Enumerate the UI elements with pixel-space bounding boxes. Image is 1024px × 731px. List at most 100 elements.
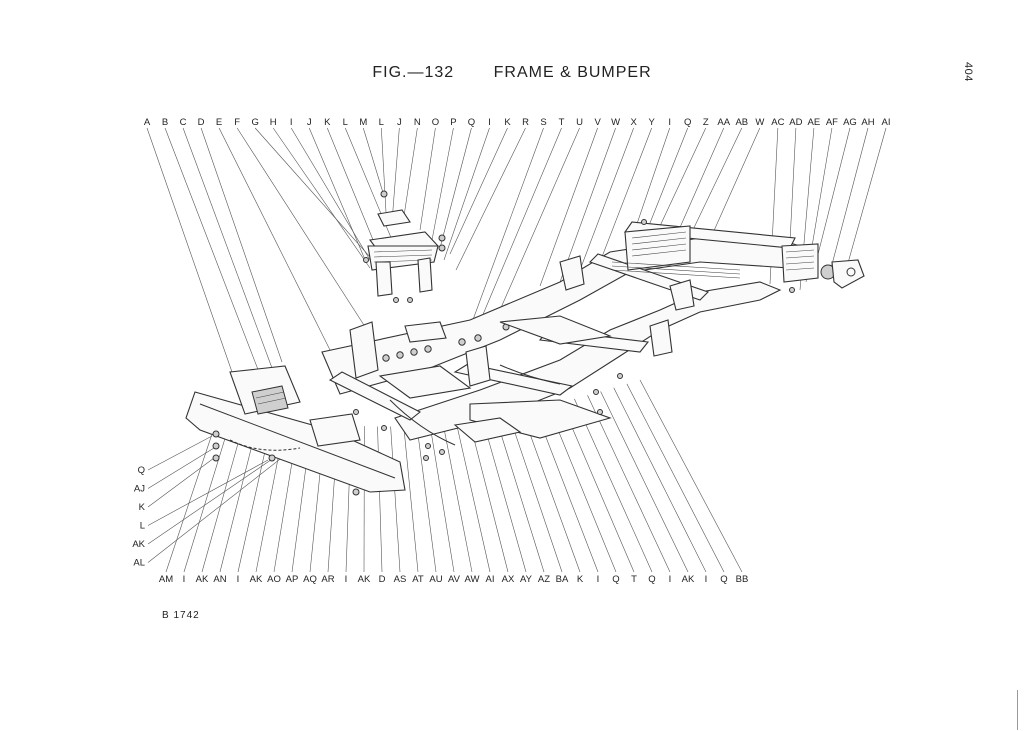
leader-line — [521, 411, 581, 573]
callout-label-bottom: AK — [358, 574, 371, 585]
callout-label-bottom: I — [669, 574, 672, 585]
callout-label-top: I — [488, 117, 491, 128]
figure-title: FIG.—132 FRAME & BUMPER — [0, 64, 1024, 82]
leader-line — [677, 127, 725, 233]
callout-label-top: A — [144, 117, 151, 128]
leader-line — [459, 127, 544, 356]
callout-label-bottom: AR — [321, 574, 334, 585]
leader-line — [539, 127, 598, 287]
leader-line — [146, 127, 233, 373]
leader-line — [326, 127, 379, 253]
callout-label-top: I — [668, 117, 671, 128]
leader-line — [419, 127, 436, 231]
battery-tray-drawing — [363, 190, 446, 303]
leader-line — [147, 457, 215, 508]
callout-label-bottom: AK — [196, 574, 209, 585]
callout-label-bottom: AN — [213, 574, 226, 585]
callout-label-bottom: AK — [682, 574, 695, 585]
callout-label-bottom: I — [597, 574, 600, 585]
callout-label-top: J — [307, 117, 312, 128]
callout-label-top: W — [611, 117, 620, 128]
callout-label-top: AB — [735, 117, 748, 128]
callout-label-top: AF — [826, 117, 838, 128]
leader-line — [508, 414, 563, 573]
leader-line — [218, 127, 351, 391]
callout-label-bottom: AY — [520, 574, 533, 585]
leader-line — [455, 422, 491, 573]
figure-number: FIG.—132 — [372, 64, 455, 81]
callout-label-left: AJ — [134, 484, 145, 495]
leader-line — [403, 127, 418, 217]
callout-label-top: C — [180, 117, 187, 128]
callout-label-bottom: I — [183, 574, 186, 585]
leader-line — [587, 395, 671, 573]
callout-label-top: Y — [649, 117, 656, 128]
callout-label-bottom: AQ — [303, 574, 317, 585]
leader-line — [416, 425, 437, 573]
callout-label-bottom: AI — [486, 574, 495, 585]
callout-label-top: R — [522, 117, 529, 128]
leader-line — [236, 127, 381, 351]
leader-line — [455, 127, 526, 271]
callout-label-top: AG — [843, 117, 857, 128]
callout-label-bottom: AU — [429, 574, 442, 585]
leader-line — [390, 426, 401, 573]
callout-label-top: H — [270, 117, 277, 128]
leader-line — [290, 127, 377, 271]
leader-line — [626, 383, 725, 573]
callout-label-bottom: AO — [267, 574, 281, 585]
leader-line — [182, 127, 273, 369]
figure-caption: FRAME & BUMPER — [493, 64, 652, 81]
leader-line — [560, 402, 635, 573]
fasteners-drawing — [353, 219, 795, 461]
callout-label-bottom: I — [705, 574, 708, 585]
leader-line — [164, 127, 263, 381]
callout-label-top: T — [559, 117, 565, 128]
leader-line — [429, 424, 455, 573]
callout-label-top: I — [290, 117, 293, 128]
leader-line — [391, 127, 400, 223]
callout-label-top: U — [576, 117, 583, 128]
callout-label-top: J — [397, 117, 402, 128]
callout-label-bottom: BB — [736, 574, 749, 585]
callout-label-left: AK — [132, 539, 145, 550]
callout-label-left: K — [139, 502, 146, 513]
callout-label-top: AC — [771, 117, 784, 128]
callout-label-top: Z — [703, 117, 709, 128]
callout-label-bottom: K — [577, 574, 584, 585]
leader-line — [254, 127, 379, 267]
callout-label-bottom: Q — [612, 574, 619, 585]
leader-lines — [146, 127, 887, 573]
callout-label-bottom: AW — [465, 574, 480, 585]
bumper-drawing — [185, 365, 406, 496]
callout-label-top: E — [216, 117, 222, 128]
callout-label-bottom: AS — [394, 574, 407, 585]
leader-line — [579, 127, 634, 271]
callout-label-top: X — [630, 117, 637, 128]
callout-label-top: AE — [808, 117, 821, 128]
callout-label-bottom: AV — [448, 574, 461, 585]
leader-line — [308, 127, 367, 263]
page-edge — [1017, 690, 1024, 730]
leader-line — [659, 127, 707, 227]
leader-line — [639, 379, 743, 573]
callout-label-top: O — [432, 117, 439, 128]
callout-label-top: K — [324, 117, 331, 128]
callout-label-bottom: AK — [250, 574, 263, 585]
callout-label-top: AA — [717, 117, 730, 128]
callout-label-bottom: Q — [648, 574, 655, 585]
leader-line — [574, 398, 653, 573]
leader-line — [647, 127, 689, 229]
callout-label-bottom: Q — [720, 574, 727, 585]
leader-line — [363, 127, 385, 197]
leader-line — [147, 459, 269, 526]
callout-label-top: G — [251, 117, 258, 128]
callout-label-bottom: AX — [502, 574, 515, 585]
callout-label-top: K — [504, 117, 511, 128]
callout-label-bottom: I — [345, 574, 348, 585]
leader-line — [495, 416, 545, 573]
callout-label-top: Q — [684, 117, 691, 128]
